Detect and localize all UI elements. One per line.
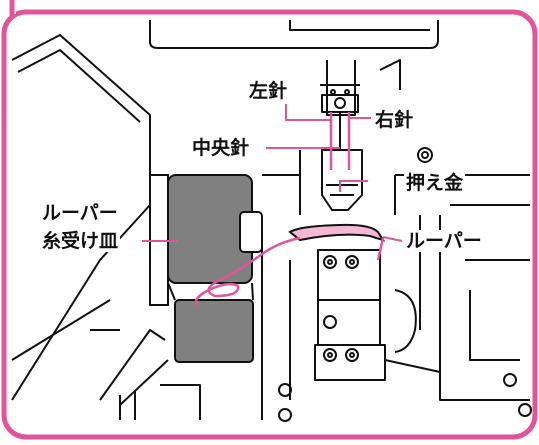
label-looper-spool-line2: 糸受け皿: [40, 230, 121, 252]
label-left-needle: 左針: [247, 80, 290, 102]
label-presser-foot: 押え金: [404, 172, 466, 194]
leader-lines: [142, 104, 403, 242]
machine-body-drawing: [11, 20, 532, 422]
looper-spool-drawing: [149, 174, 263, 363]
label-right-needle: 右針: [373, 109, 416, 131]
diagram-frame: [1, 9, 538, 440]
label-looper: ルーパー: [404, 230, 484, 252]
thread-path: [194, 112, 385, 306]
label-center-needle: 中央針: [190, 137, 252, 159]
looper-drawing: [288, 223, 386, 242]
label-looper-spool-line1: ルーパー: [40, 202, 120, 224]
